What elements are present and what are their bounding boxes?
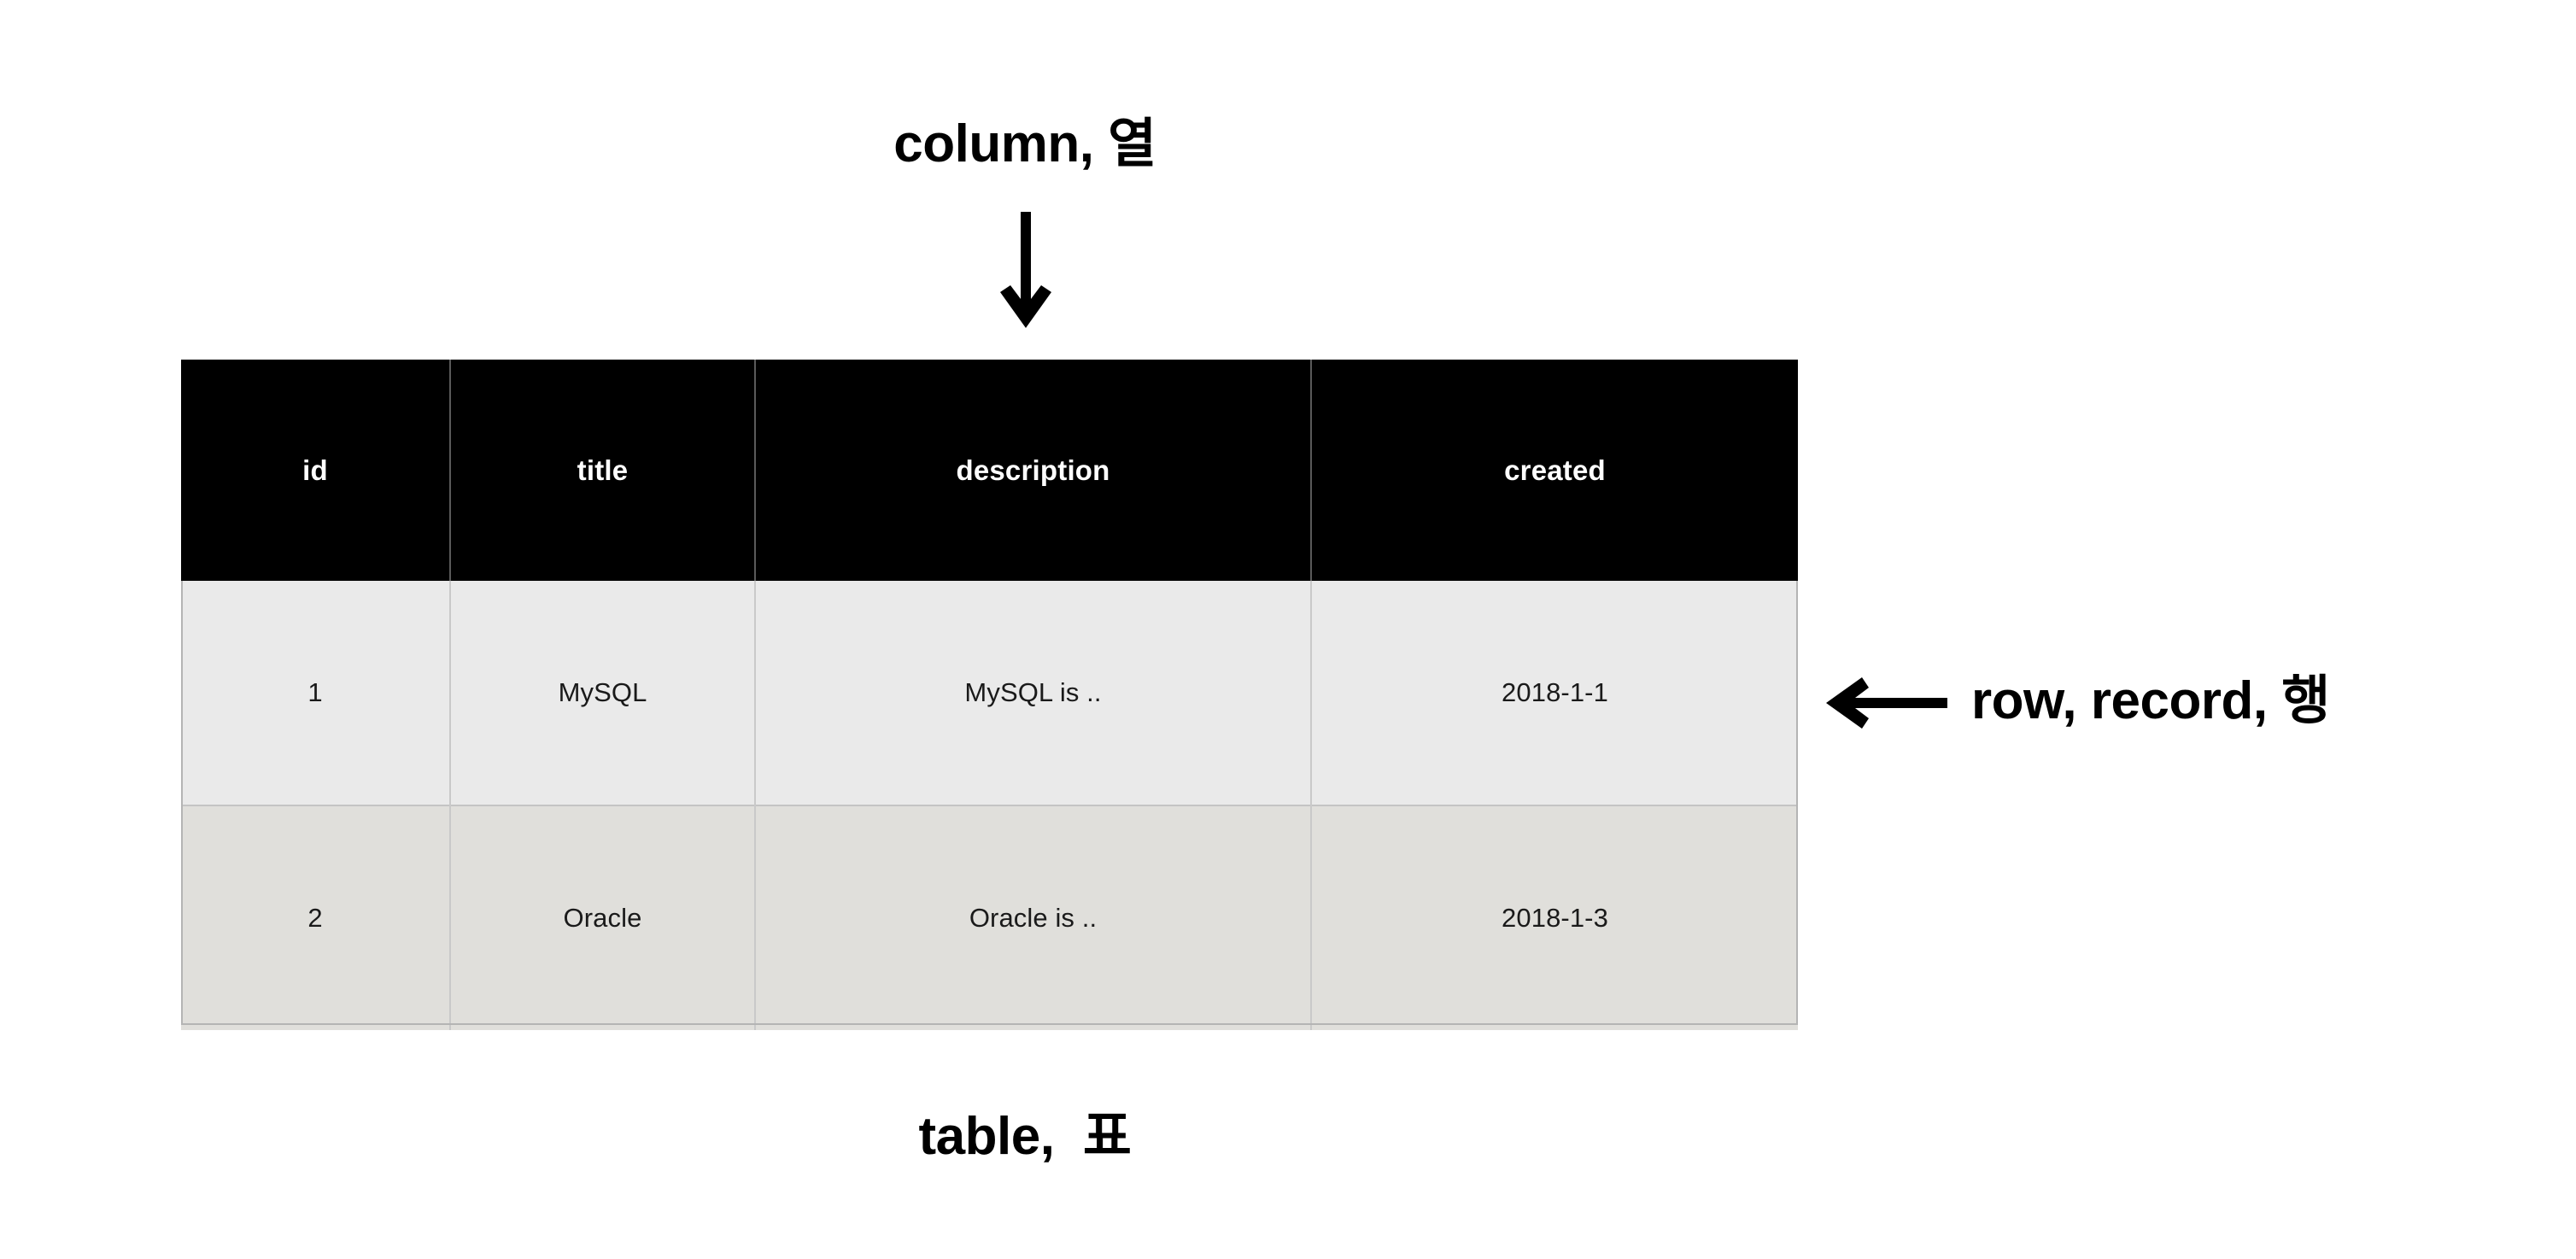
column-annotation-label: column, 열 [893,114,1156,173]
column-header-title[interactable]: title [450,360,756,581]
column-header-id[interactable]: id [181,360,451,581]
table-row[interactable]: 1 MySQL MySQL is .. 2018-1-1 [181,581,1798,805]
column-header-description[interactable]: description [755,360,1312,581]
table-row[interactable]: 2 Oracle Oracle is .. 2018-1-3 [181,805,1798,1030]
table-header: id title description created [181,360,1798,581]
row-annotation-label: row, record, 행 [1971,671,2330,730]
cell-title: Oracle [450,805,756,1030]
cell-title: MySQL [450,581,756,805]
cell-description: MySQL is .. [755,581,1312,805]
cell-id: 1 [181,581,451,805]
cell-description: Oracle is .. [755,805,1312,1030]
cell-created: 2018-1-3 [1311,805,1798,1030]
database-table: id title description created 1 MySQL MyS… [181,360,1798,1030]
cell-created: 2018-1-1 [1311,581,1798,805]
table-header-row: id title description created [181,360,1798,581]
cell-id: 2 [181,805,451,1030]
arrow-left-icon [1826,677,1947,729]
table-caption-label: table, 표 [918,1107,1132,1166]
column-header-created[interactable]: created [1311,360,1798,581]
arrow-down-icon [1000,212,1051,328]
table-body: 1 MySQL MySQL is .. 2018-1-1 2 Oracle Or… [181,581,1798,1030]
